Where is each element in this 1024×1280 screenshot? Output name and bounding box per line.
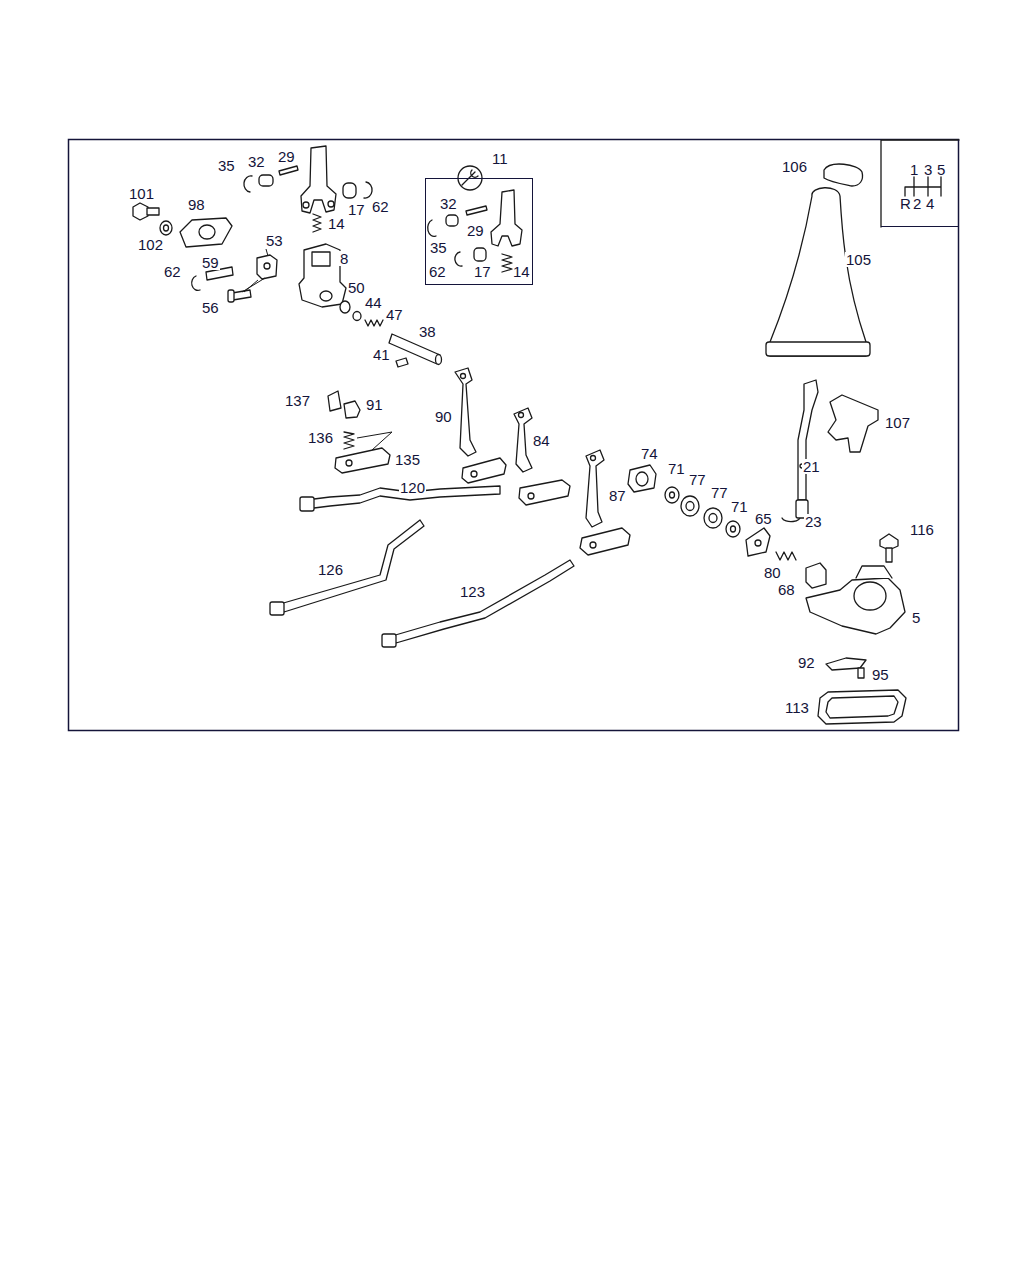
callout-number: 84 [532, 433, 551, 448]
shift-pattern-box: 135R24 [881, 140, 959, 227]
callout-number: 123 [459, 584, 486, 599]
callout-number: 23 [804, 514, 823, 529]
callout-number: 116 [909, 522, 935, 537]
gear-position: 4 [926, 196, 934, 211]
callout-number: 87 [608, 488, 627, 503]
callout-number: 53 [265, 233, 284, 248]
callout-number: 21 [802, 459, 821, 474]
callout-number: 77 [688, 472, 707, 487]
callout-number: 29 [277, 149, 296, 164]
callout-number: 92 [797, 655, 816, 670]
callout-number: 17 [347, 202, 366, 217]
callout-number: 98 [187, 197, 206, 212]
callout-number: 47 [385, 307, 404, 322]
inset-box: 11322935621714 [425, 178, 533, 285]
callout-number: 101 [128, 186, 155, 201]
callout-number: 41 [372, 347, 391, 362]
callout-number: 35 [430, 240, 447, 255]
callout-number: 102 [137, 237, 164, 252]
callout-number: 136 [307, 430, 334, 445]
callout-number: 80 [763, 565, 782, 580]
callout-number: 17 [474, 264, 491, 279]
gear-position: 5 [937, 162, 945, 177]
callout-number: 65 [754, 511, 773, 526]
callout-number: 32 [247, 154, 266, 169]
callout-number: 113 [784, 700, 810, 715]
gear-position: 2 [913, 196, 921, 211]
callout-number: 135 [394, 452, 421, 467]
group-number: 11 [492, 151, 508, 166]
callout-number: 120 [399, 480, 426, 495]
callout-number: 8 [339, 251, 349, 266]
callout-number: 5 [911, 610, 921, 625]
gear-position: 3 [924, 162, 932, 177]
callout-number: 62 [163, 264, 182, 279]
gear-position: 1 [910, 162, 918, 177]
callout-number: 32 [440, 196, 457, 211]
callout-number: 14 [513, 264, 530, 279]
callout-number: 59 [201, 255, 220, 270]
callout-number: 56 [201, 300, 220, 315]
callout-number: 71 [730, 499, 749, 514]
frame [69, 140, 959, 731]
callout-number: 35 [217, 158, 236, 173]
callout-number: 95 [871, 667, 890, 682]
callout-number: 14 [327, 216, 346, 231]
callout-number: 137 [284, 393, 311, 408]
callout-number: 105 [845, 252, 872, 267]
callout-number: 29 [467, 223, 484, 238]
callout-number: 77 [710, 485, 729, 500]
callout-number: 44 [364, 295, 383, 310]
callout-number: 68 [777, 582, 796, 597]
callout-number: 107 [884, 415, 911, 430]
callout-number: 38 [418, 324, 437, 339]
gear-position: R [900, 196, 911, 211]
callout-number: 62 [371, 199, 390, 214]
leader-lines [242, 249, 392, 450]
callout-number: 126 [317, 562, 344, 577]
parts [133, 140, 959, 724]
callout-number: 90 [434, 409, 453, 424]
callout-number: 62 [429, 264, 446, 279]
callout-number: 91 [365, 397, 384, 412]
callout-number: 71 [667, 461, 686, 476]
callout-number: 106 [781, 159, 808, 174]
callout-number: 74 [640, 446, 659, 461]
callout-number: 50 [347, 280, 366, 295]
